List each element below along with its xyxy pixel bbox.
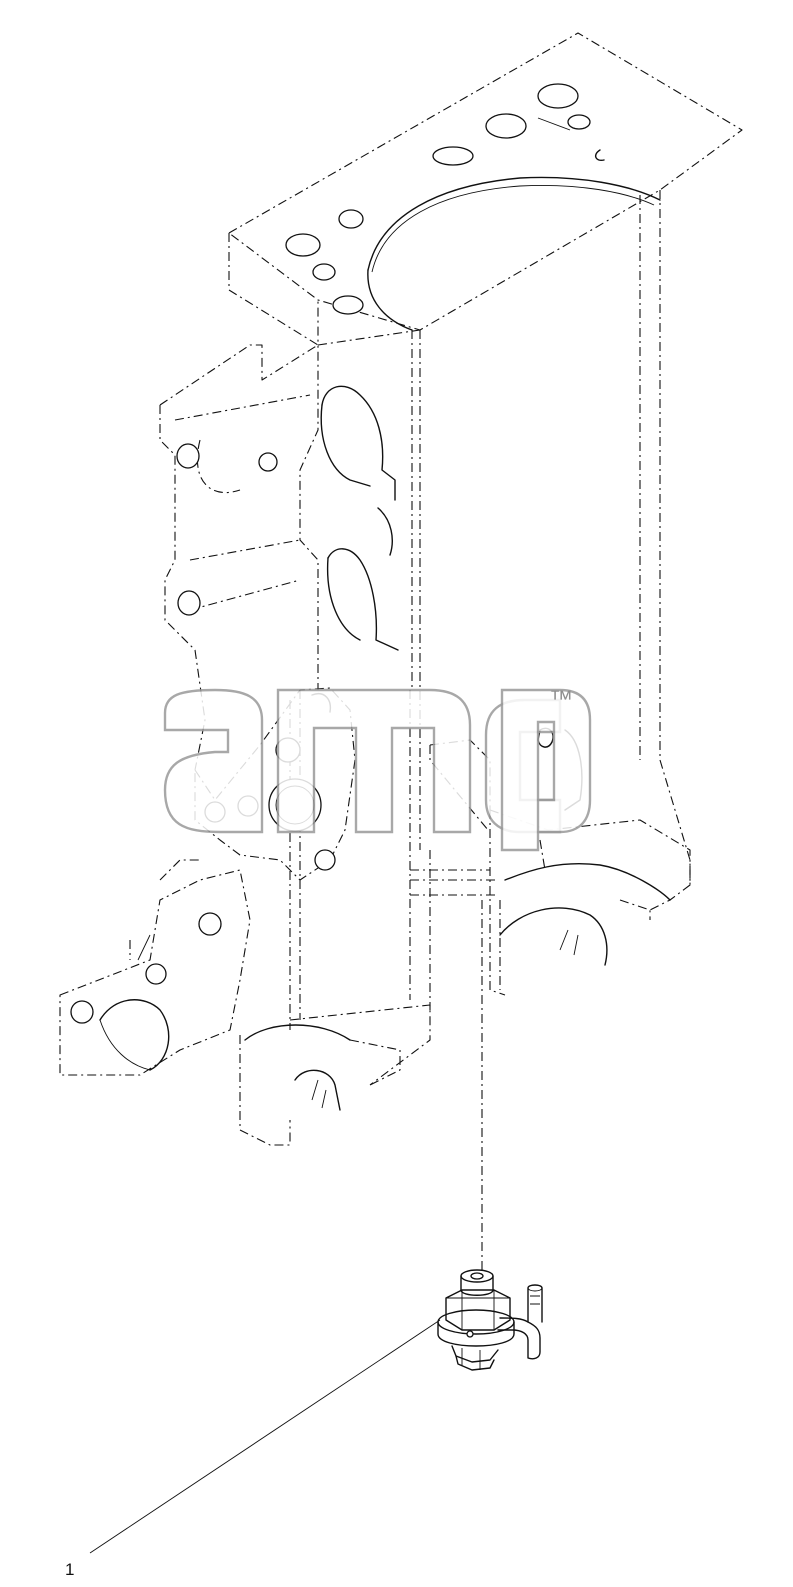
- flange-hole: [70, 1000, 94, 1024]
- deck-hole: [432, 146, 474, 166]
- flange-hole: [314, 849, 336, 871]
- engine-block-outline: [59, 32, 743, 1146]
- lower-bearing-cap: [239, 1035, 291, 1146]
- lower-left-flange: [59, 869, 251, 1076]
- flange-hole: [198, 912, 222, 936]
- block-top-deck-left-face: [228, 233, 319, 346]
- cylinder-bore-top: [367, 176, 661, 271]
- bearing-saddle: [327, 548, 399, 651]
- deck-hole: [567, 114, 591, 130]
- flange-hole: [145, 963, 167, 985]
- watermark-logo: [163, 688, 592, 852]
- block-left-frame: [159, 344, 319, 690]
- piston-cooling-nozzle: [437, 1269, 543, 1371]
- flange-hole: [258, 452, 278, 472]
- callout-number: 1: [65, 1560, 75, 1579]
- deck-hole: [537, 83, 579, 109]
- flange-hole: [177, 590, 201, 616]
- deck-hole: [332, 295, 364, 315]
- callout-leader-line: [89, 1319, 441, 1554]
- deck-hole: [285, 233, 321, 257]
- deck-hole: [338, 209, 364, 229]
- deck-hole: [485, 113, 527, 139]
- center-flange: [194, 687, 356, 881]
- watermark-trademark: ™: [549, 686, 573, 713]
- block-right-wall: [659, 190, 691, 885]
- block-top-deck: [228, 32, 743, 331]
- flange-hole: [176, 443, 200, 469]
- deck-hole: [312, 263, 336, 281]
- bearing-saddle: [321, 385, 396, 501]
